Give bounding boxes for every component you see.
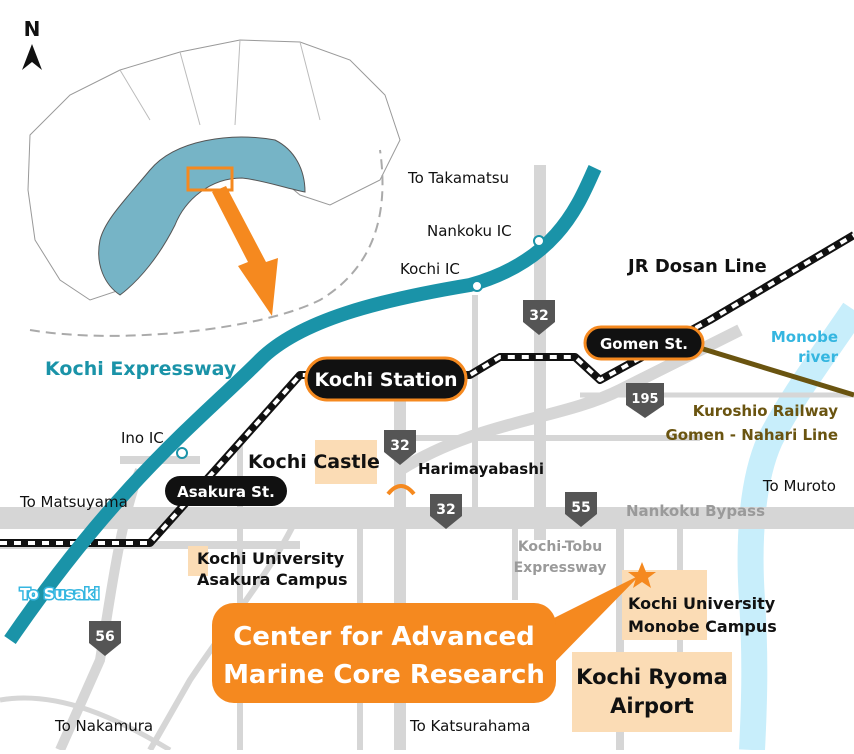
asakura-campus-label-2: Asakura Campus <box>197 570 348 589</box>
jr-line-label: JR Dosan Line <box>626 256 767 277</box>
gomen-station-label: Gomen St. <box>600 335 688 353</box>
kochi-station-marker: Kochi Station <box>304 356 468 402</box>
kochi-station-label: Kochi Station <box>314 369 457 391</box>
route-195-label: 195 <box>631 392 658 407</box>
route-shield-32-bypass: 32 <box>430 494 462 529</box>
river-label-1: Monobe <box>771 328 838 346</box>
north-arrow-icon <box>22 44 42 70</box>
monobe-river <box>737 302 854 751</box>
north-compass: N <box>22 17 42 70</box>
route-shield-55: 55 <box>565 492 597 527</box>
kochi-castle-highlight <box>315 440 377 484</box>
route-shield-195: 195 <box>626 383 664 418</box>
kuroshio-label-2: Gomen - Nahari Line <box>665 426 838 444</box>
asakura-station-marker: Asakura St. <box>165 476 287 506</box>
ino-ic-marker <box>176 447 188 459</box>
to-muroto-label: To Muroto <box>762 477 836 495</box>
route-shield-56: 56 <box>89 621 121 656</box>
ino-ic-label: Ino IC <box>121 429 164 447</box>
kochi-ic-label: Kochi IC <box>400 260 460 278</box>
tobu-label-2: Expressway <box>514 560 607 576</box>
airport-label-1: Kochi Ryoma <box>576 665 728 689</box>
route-32-north-label: 32 <box>529 308 548 324</box>
route-55-label: 55 <box>571 500 590 516</box>
nankoku-ic-label: Nankoku IC <box>427 222 512 240</box>
research-center-callout: Center for Advanced Marine Core Research <box>212 575 640 703</box>
harimayabashi-bridge-icon <box>386 484 416 496</box>
compass-n-label: N <box>24 17 41 41</box>
airport-label-2: Airport <box>610 694 694 718</box>
route-shield-32-castle: 32 <box>384 430 416 465</box>
expressway-label: Kochi Expressway <box>45 358 237 380</box>
gomen-station-marker: Gomen St. <box>583 325 705 361</box>
tobu-label-1: Kochi-Tobu <box>518 539 602 555</box>
route-32-bypass-label: 32 <box>436 502 455 518</box>
kochi-castle-label: Kochi Castle <box>248 451 380 473</box>
harimayabashi-label: Harimayabashi <box>418 460 544 478</box>
route-shield-32-north: 32 <box>523 300 555 335</box>
to-takamatsu-label: To Takamatsu <box>407 169 509 187</box>
route-32-castle-label: 32 <box>390 438 409 454</box>
monobe-campus-label-2: Monobe Campus <box>628 617 777 636</box>
inset-pointer-arrow <box>212 186 278 316</box>
callout-line-2: Marine Core Research <box>223 660 545 690</box>
airport-highlight <box>572 652 732 732</box>
monobe-campus-label-1: Kochi University <box>628 594 776 613</box>
inset-location-box <box>186 166 234 192</box>
nankoku-ic-marker <box>533 235 545 247</box>
route-56-label: 56 <box>95 629 114 645</box>
asakura-station-label: Asakura St. <box>177 483 275 501</box>
callout-line-1: Center for Advanced <box>233 622 535 652</box>
kochi-expressway <box>4 165 602 644</box>
shikoku-inset-map <box>27 39 401 337</box>
kuroshio-label-1: Kuroshio Railway <box>693 402 838 420</box>
asakura-campus-label-1: Kochi University <box>197 549 345 568</box>
to-matsuyama-label: To Matsuyama <box>19 493 128 511</box>
asakura-campus-highlight <box>188 546 208 576</box>
research-center-star-icon <box>628 562 656 588</box>
river-label-2: river <box>798 348 838 366</box>
kochi-ic-marker <box>471 280 483 292</box>
to-nakamura-label: To Nakamura <box>54 717 153 735</box>
bypass-label: Nankoku Bypass <box>626 502 765 520</box>
kuroshio-railway <box>689 342 854 398</box>
to-susaki-label: To Susaki <box>20 585 99 603</box>
to-katsurahama-label: To Katsurahama <box>409 717 530 735</box>
